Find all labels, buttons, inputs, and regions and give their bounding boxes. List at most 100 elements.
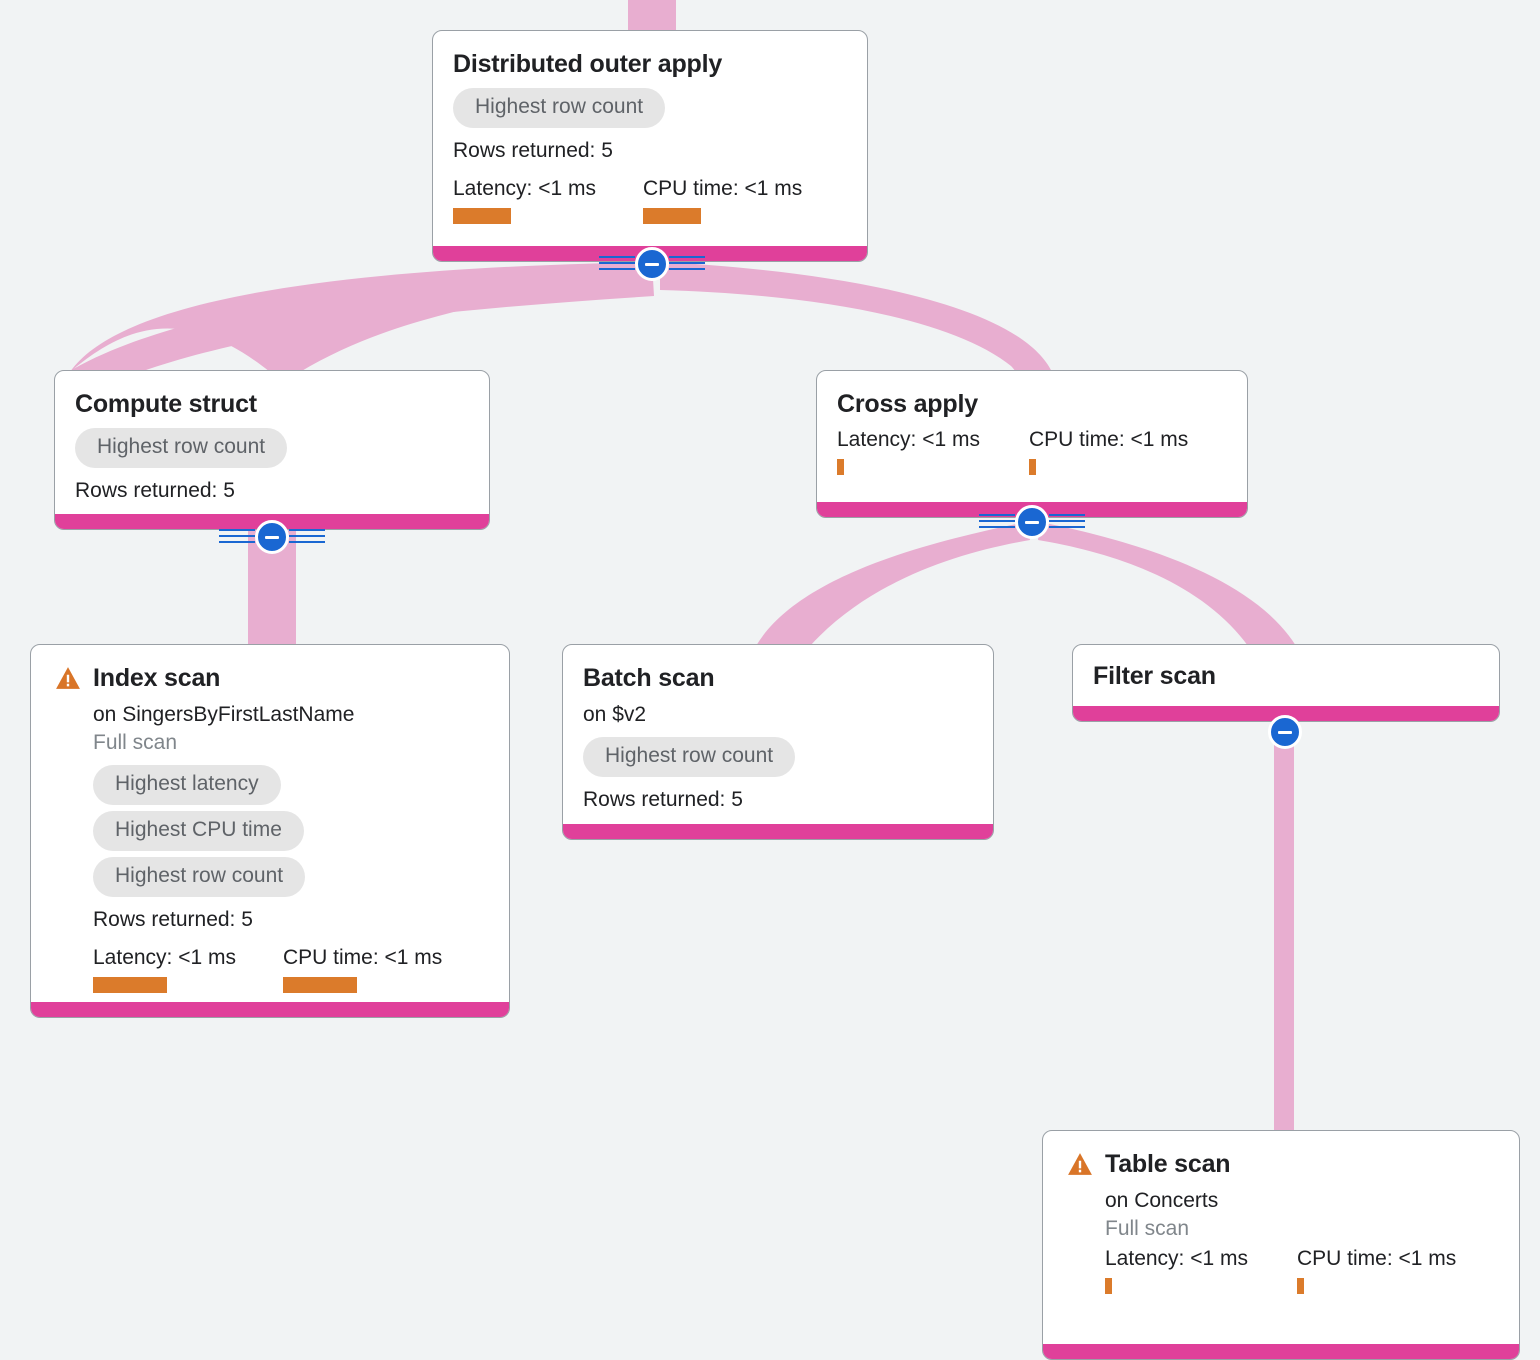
node-title: Filter scan — [1093, 662, 1216, 690]
node-detail-group: on SingersByFirstLastName Full scan High… — [93, 702, 489, 993]
metric-cpu-time: CPU time: <1 ms — [643, 176, 802, 224]
badge-highest-latency: Highest latency — [93, 765, 281, 805]
metric-cpu-time-label: CPU time: <1 ms — [1297, 1247, 1457, 1270]
warning-icon — [1068, 1153, 1092, 1175]
node-body: Table scan on Concerts Full scan Latency… — [1043, 1131, 1519, 1308]
toggle-rail-right — [669, 256, 705, 272]
node-title-row: Batch scan — [583, 663, 973, 693]
badge-list: Highest row count — [75, 428, 469, 468]
metric-latency-label: Latency: <1 ms — [93, 946, 236, 969]
node-compute-struct[interactable]: Compute struct Highest row count Rows re… — [54, 370, 490, 530]
metric-latency-label: Latency: <1 ms — [453, 177, 596, 200]
edge-filter-scan-to-table-scan — [1274, 718, 1294, 1138]
edge-cross-apply-to-batch-scan — [756, 522, 1030, 646]
metric-latency: Latency: <1 ms — [93, 945, 283, 993]
collapse-toggle-cross-apply[interactable] — [979, 505, 1085, 539]
rows-returned: Rows returned: 5 — [75, 479, 235, 502]
node-title-row: Index scan — [55, 663, 489, 693]
node-subtitle: on Concerts — [1105, 1189, 1219, 1212]
metric-latency-bar — [453, 208, 511, 224]
edge-cross-apply-to-filter-scan — [1038, 522, 1296, 646]
metric-latency-bar — [1105, 1278, 1112, 1294]
metric-latency-bar — [837, 459, 844, 475]
edge-root-to-compute-struct-body — [68, 262, 654, 404]
toggle-rail-left — [599, 256, 635, 272]
metric-list: Latency: <1 ms CPU time: <1 ms — [453, 176, 847, 224]
metric-list: Latency: <1 ms CPU time: <1 ms — [93, 945, 489, 993]
badge-highest-row-count: Highest row count — [93, 857, 306, 897]
node-title: Index scan — [93, 664, 221, 692]
rows-returned: Rows returned: 5 — [93, 908, 253, 931]
metric-list: Latency: <1 ms CPU time: <1 ms — [1105, 1246, 1499, 1294]
node-filter-scan[interactable]: Filter scan — [1072, 644, 1500, 722]
node-body: Compute struct Highest row count Rows re… — [55, 371, 489, 518]
node-body: Batch scan on $v2 Highest row count Rows… — [563, 645, 993, 827]
rows-returned: Rows returned: 5 — [583, 788, 743, 811]
minus-icon[interactable] — [1268, 715, 1302, 749]
minus-icon[interactable] — [255, 520, 289, 554]
metric-latency: Latency: <1 ms — [453, 176, 643, 224]
toggle-rail-right — [1049, 514, 1085, 530]
metric-cpu-time: CPU time: <1 ms — [1297, 1246, 1456, 1294]
metric-cpu-time: CPU time: <1 ms — [1029, 427, 1188, 475]
collapse-toggle-distributed-outer-apply[interactable] — [599, 247, 705, 281]
metric-list: Latency: <1 ms CPU time: <1 ms — [837, 427, 1227, 475]
node-title-row: Distributed outer apply — [453, 49, 847, 79]
node-title: Table scan — [1105, 1150, 1231, 1178]
node-distributed-outer-apply[interactable]: Distributed outer apply Highest row coun… — [432, 30, 868, 262]
node-cross-apply[interactable]: Cross apply Latency: <1 ms CPU time: <1 … — [816, 370, 1248, 518]
node-body: Cross apply Latency: <1 ms CPU time: <1 … — [817, 371, 1247, 489]
node-index-scan[interactable]: Index scan on SingersByFirstLastName Ful… — [30, 644, 510, 1018]
badge-list: Highest latency Highest CPU time Highest… — [93, 765, 489, 897]
node-body: Index scan on SingersByFirstLastName Ful… — [31, 645, 509, 1007]
collapse-toggle-compute-struct[interactable] — [219, 520, 325, 554]
node-subtitle: on SingersByFirstLastName — [93, 703, 355, 726]
metric-latency: Latency: <1 ms — [1105, 1246, 1297, 1294]
node-status-bar — [1043, 1344, 1519, 1359]
node-title-row: Compute struct — [75, 389, 469, 419]
node-status-bar — [31, 1002, 509, 1017]
metric-cpu-time-label: CPU time: <1 ms — [643, 177, 803, 200]
node-title-row: Table scan — [1067, 1149, 1499, 1179]
node-body: Filter scan — [1073, 645, 1499, 705]
metric-cpu-time-label: CPU time: <1 ms — [1029, 428, 1189, 451]
node-title: Compute struct — [75, 390, 257, 418]
node-batch-scan[interactable]: Batch scan on $v2 Highest row count Rows… — [562, 644, 994, 840]
badge-highest-cpu-time: Highest CPU time — [93, 811, 304, 851]
node-title: Cross apply — [837, 390, 978, 418]
metric-cpu-time: CPU time: <1 ms — [283, 945, 442, 993]
node-title-row: Cross apply — [837, 389, 1227, 419]
node-status-bar — [563, 824, 993, 839]
toggle-rail-left — [979, 514, 1015, 530]
metric-cpu-time-bar — [1029, 459, 1036, 475]
badge-list: Highest row count — [583, 737, 973, 777]
edge-root-to-cross-apply-body — [662, 262, 1052, 372]
node-body: Distributed outer apply Highest row coun… — [433, 31, 867, 238]
badge-highest-row-count: Highest row count — [75, 428, 288, 468]
node-detail-group: on Concerts Full scan Latency: <1 ms CPU… — [1105, 1188, 1499, 1294]
node-table-scan[interactable]: Table scan on Concerts Full scan Latency… — [1042, 1130, 1520, 1360]
node-status-bar — [1073, 706, 1499, 721]
node-title-row: Filter scan — [1093, 661, 1479, 691]
metric-cpu-time-bar — [643, 208, 701, 224]
warning-icon — [56, 667, 80, 689]
badge-list: Highest row count — [453, 88, 847, 128]
badge-highest-row-count: Highest row count — [453, 88, 666, 128]
metric-latency-label: Latency: <1 ms — [837, 428, 980, 451]
node-title: Batch scan — [583, 664, 715, 692]
rows-returned: Rows returned: 5 — [453, 139, 613, 162]
node-scan-type: Full scan — [1105, 1217, 1190, 1240]
metric-latency-label: Latency: <1 ms — [1105, 1247, 1248, 1270]
node-subtitle: on $v2 — [583, 703, 647, 726]
minus-icon[interactable] — [1015, 505, 1049, 539]
metric-latency-bar — [93, 977, 167, 993]
node-scan-type: Full scan — [93, 731, 178, 754]
toggle-rail-left — [219, 529, 255, 545]
minus-icon[interactable] — [635, 247, 669, 281]
metric-cpu-time-bar — [283, 977, 357, 993]
toggle-rail-right — [289, 529, 325, 545]
collapse-toggle-filter-scan[interactable] — [1268, 715, 1302, 749]
metric-latency: Latency: <1 ms — [837, 427, 1029, 475]
